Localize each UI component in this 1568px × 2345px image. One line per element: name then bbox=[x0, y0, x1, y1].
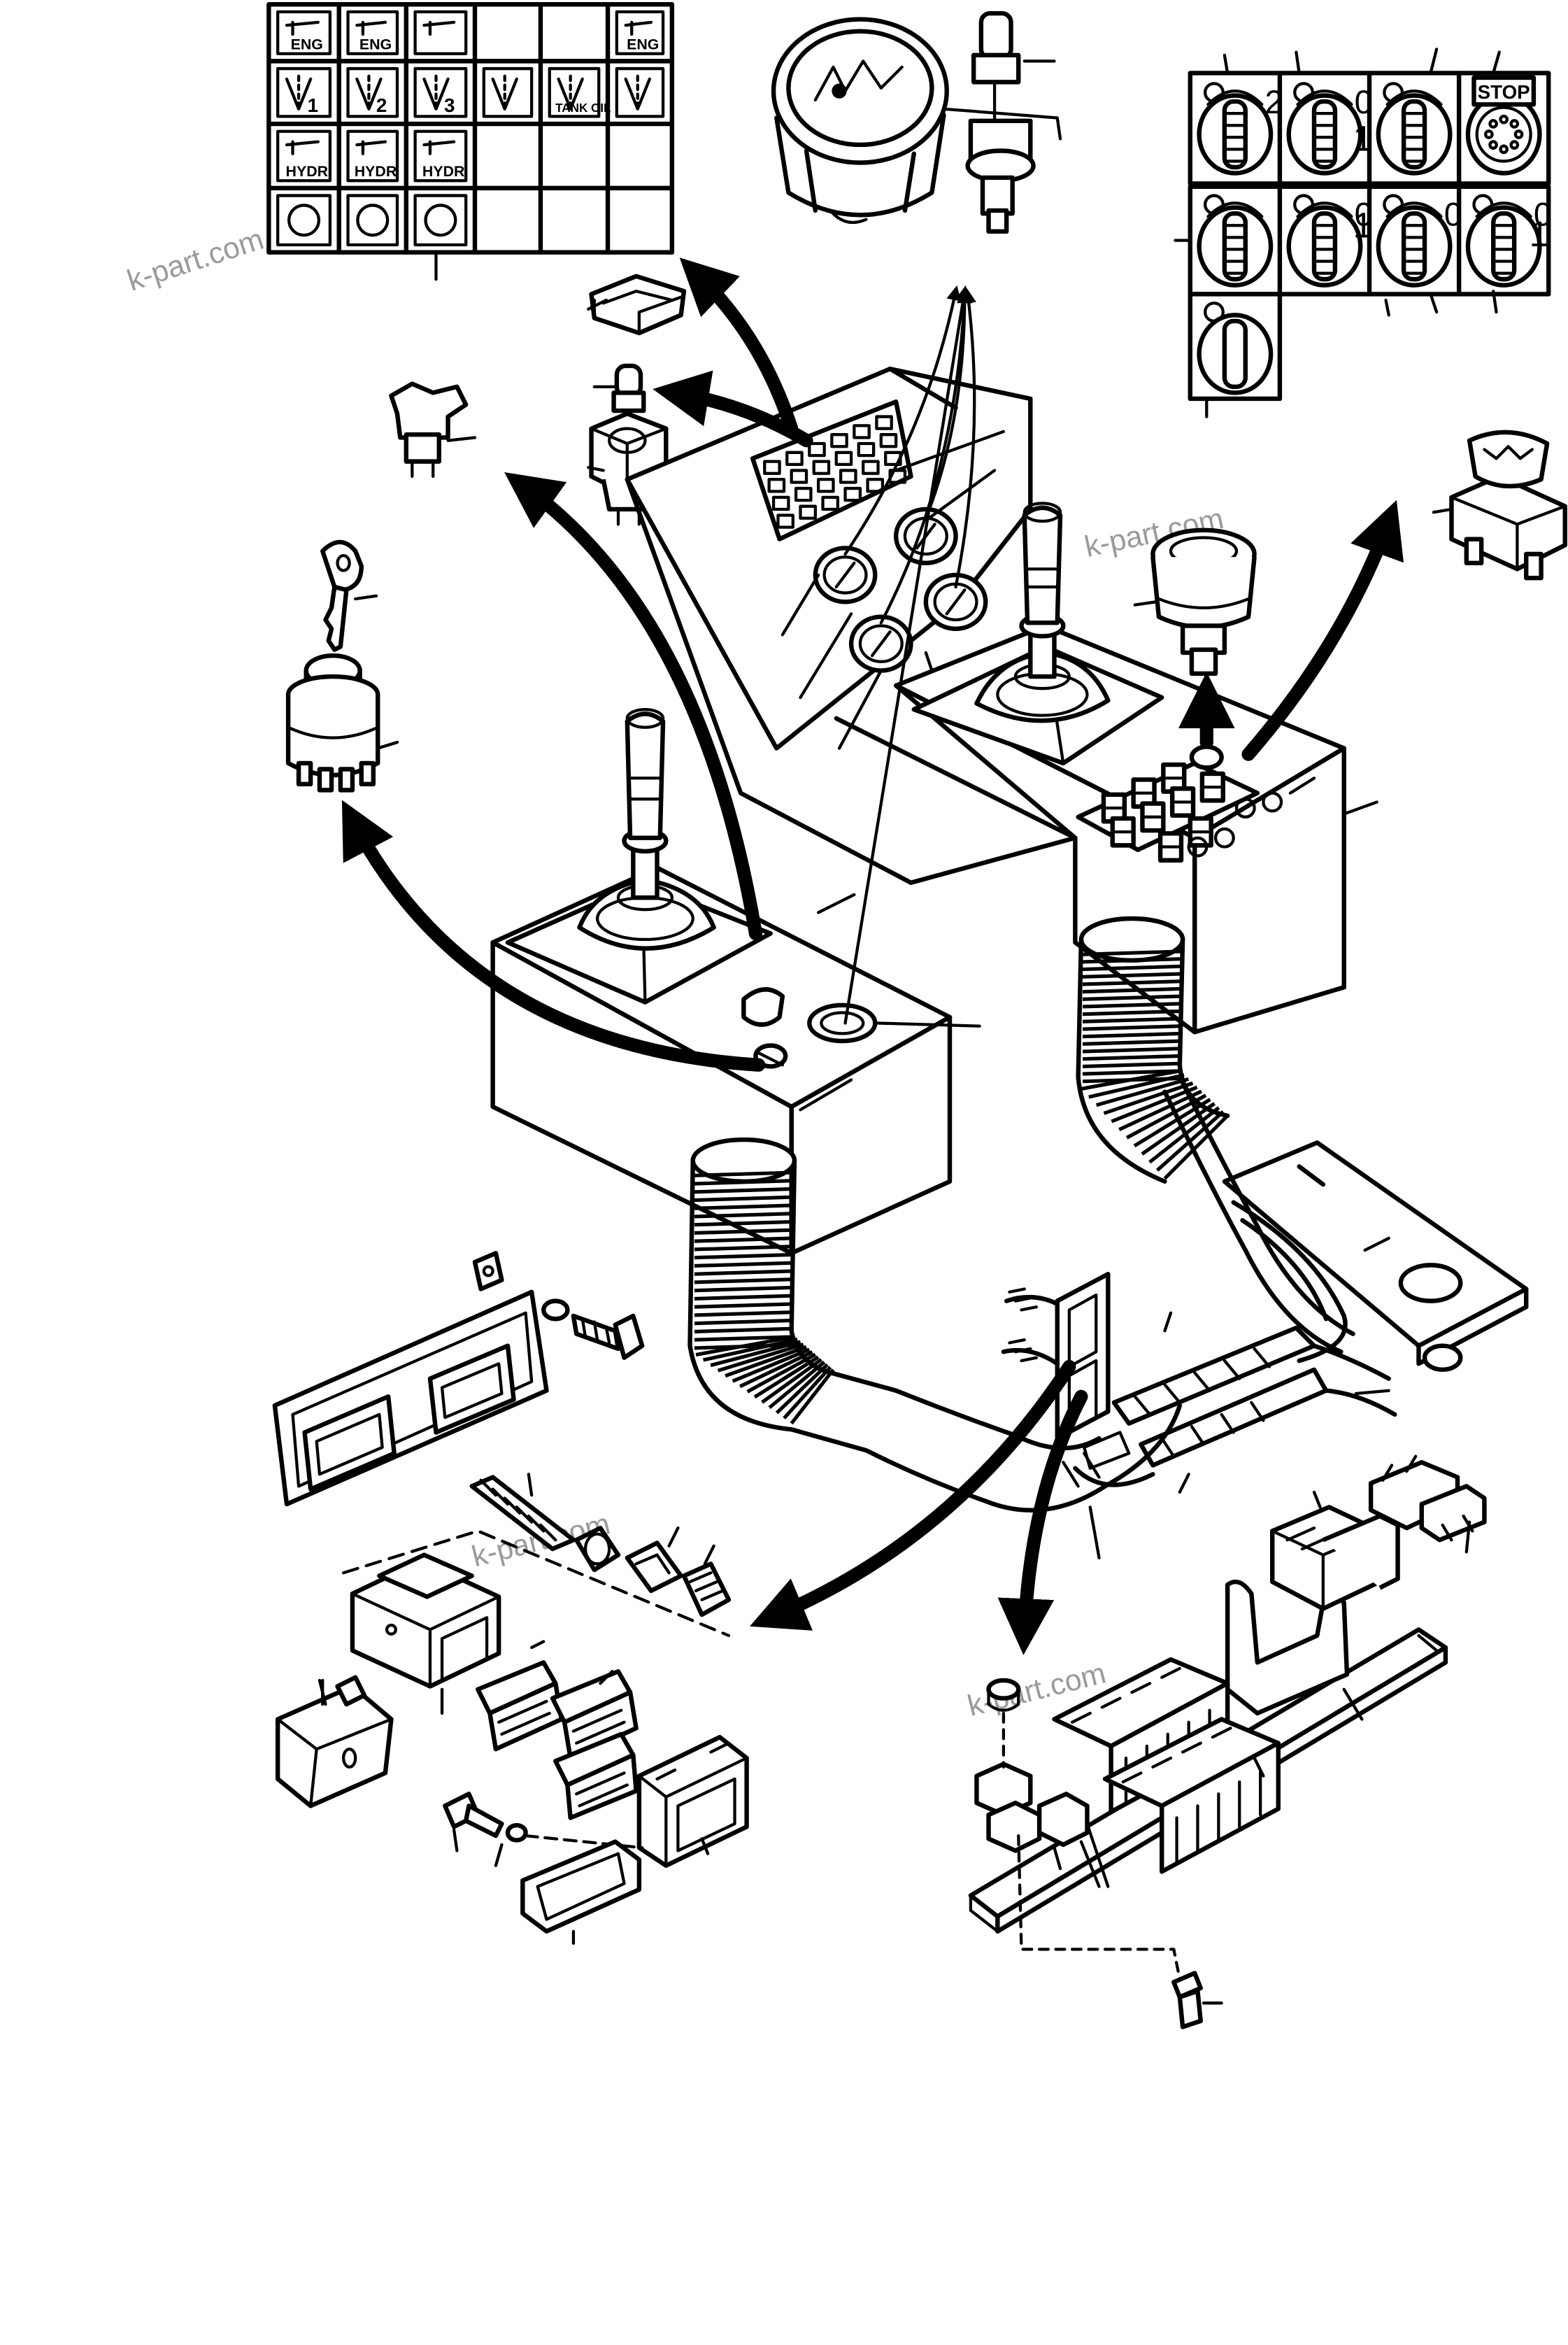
warning-lamp-label: HYDR bbox=[286, 163, 328, 180]
console-round-socket bbox=[1189, 744, 1224, 770]
warning-lamp-cell bbox=[482, 66, 534, 118]
switch-position-number: 0 bbox=[1355, 195, 1373, 232]
switch-number: 1 bbox=[1353, 118, 1374, 158]
stop-label: STOP bbox=[1478, 81, 1530, 103]
dash-lamp bbox=[879, 433, 898, 448]
dash-lamp bbox=[816, 478, 835, 493]
warning-lamp-panel: ENG ENG ENG 1 2 3 TANK OIL HYDR HYDR HYDR bbox=[266, 2, 675, 281]
console-rocker-switch bbox=[741, 987, 785, 1027]
warning-lamp-cell: HYDR bbox=[276, 129, 332, 183]
console-rocker bbox=[1140, 801, 1166, 833]
rotary-switch: 0 bbox=[1286, 82, 1373, 176]
rotary-switch: 0 bbox=[1286, 194, 1373, 288]
dash-lamp bbox=[799, 504, 817, 520]
dash-lamp bbox=[830, 433, 848, 448]
console-rocker bbox=[1188, 816, 1213, 848]
console-rocker bbox=[1169, 786, 1196, 818]
warning-lamp-label: 1 bbox=[308, 94, 318, 116]
warning-lamp-cell: 2 bbox=[346, 66, 399, 118]
dash-lamp bbox=[853, 424, 871, 439]
warning-lamp-cell bbox=[276, 194, 332, 247]
flexible-cable-conduit bbox=[687, 916, 1230, 1503]
switch-number: 1 bbox=[1353, 205, 1374, 245]
dash-lamp bbox=[776, 513, 794, 529]
warning-lamp-label: 3 bbox=[444, 94, 455, 116]
dual-window-cover-plate bbox=[272, 1251, 645, 1507]
switch-position-number: 0 bbox=[1444, 195, 1462, 232]
warning-lamp-cell: TANK OIL bbox=[548, 66, 611, 118]
dash-lamp bbox=[857, 441, 876, 458]
dash-lamp bbox=[834, 451, 853, 467]
switch-position-number: 2 bbox=[1265, 83, 1283, 120]
rotary-switch: 2 bbox=[1197, 82, 1283, 176]
dash-lamp bbox=[875, 415, 893, 430]
warning-lamp-cell: 3 bbox=[413, 66, 468, 118]
ignition-switch bbox=[285, 653, 399, 793]
floor-plate-harness bbox=[983, 1075, 1529, 1560]
warning-lamp-cell: ENG bbox=[276, 10, 332, 55]
rotary-switch bbox=[1197, 194, 1274, 288]
dash-lamp bbox=[862, 460, 880, 475]
relay-mounting-rail-assembly bbox=[968, 1454, 1487, 2029]
warning-lamp-label: HYDR bbox=[422, 163, 464, 180]
warning-lamp-cell bbox=[413, 10, 468, 55]
warning-lamp-cell: HYDR bbox=[413, 129, 468, 183]
dash-lamp bbox=[794, 486, 813, 502]
dash-lamp bbox=[843, 486, 862, 502]
rotary-switch bbox=[1197, 302, 1274, 395]
gauge-assembly bbox=[771, 10, 1062, 234]
console-rocker bbox=[1110, 816, 1136, 848]
switch-number: 1 bbox=[1529, 214, 1548, 254]
connector-housing-kit bbox=[275, 1473, 749, 1945]
warning-lamp-label: ENG bbox=[359, 36, 392, 52]
warning-lamp-cell: 1 bbox=[276, 66, 332, 118]
warning-lamp-cell: HYDR bbox=[346, 129, 399, 183]
ignition-key bbox=[320, 539, 378, 652]
rocker-switch bbox=[389, 381, 477, 479]
console-rocker bbox=[1199, 771, 1225, 803]
warning-lamp-label: TANK OIL bbox=[555, 101, 611, 115]
dash-lamp-grid bbox=[750, 399, 913, 541]
callout-arrows bbox=[341, 257, 1404, 1655]
warning-lamp-label: 2 bbox=[376, 94, 387, 116]
switch-position-number: 0 bbox=[1534, 195, 1552, 232]
indicator-lens-cap bbox=[587, 274, 687, 336]
round-connector-socket bbox=[1133, 527, 1257, 676]
watermark-text: k-part.com bbox=[123, 222, 268, 298]
rotary-switch: STOP bbox=[1465, 75, 1542, 176]
rotary-switch: 0 bbox=[1376, 194, 1462, 288]
dash-lamp bbox=[808, 441, 826, 458]
rotary-switch bbox=[1376, 82, 1453, 176]
warning-lamp-cell: ENG bbox=[615, 10, 665, 55]
warning-lamp-cell: ENG bbox=[346, 10, 399, 55]
console-round-gauge bbox=[807, 1003, 878, 1044]
warning-lamp-cell bbox=[413, 194, 468, 247]
switch-position-number: 0 bbox=[1355, 83, 1373, 120]
dash-lamp bbox=[821, 495, 840, 511]
dash-lamp bbox=[767, 478, 786, 493]
dash-lamp bbox=[763, 460, 781, 475]
dash-lamp bbox=[839, 469, 857, 484]
warning-lamp-label: ENG bbox=[627, 36, 659, 52]
bulb bbox=[592, 363, 646, 413]
warning-lamp-cell bbox=[615, 66, 665, 118]
rotary-switch: 0 bbox=[1465, 194, 1552, 288]
dash-lamp bbox=[771, 495, 790, 511]
dash-lamp bbox=[790, 469, 808, 484]
dash-lamp bbox=[866, 478, 885, 493]
rotary-switch-panel: 2 0 STOP 0 0 0 1 1 1 bbox=[1174, 48, 1552, 418]
dash-lamp bbox=[812, 460, 831, 475]
relay bbox=[1432, 430, 1567, 581]
dash-lamp bbox=[785, 451, 804, 467]
warning-lamp-label: ENG bbox=[291, 36, 323, 52]
warning-lamp-cell bbox=[346, 194, 399, 247]
warning-lamp-label: HYDR bbox=[355, 163, 397, 180]
console-rocker bbox=[1157, 831, 1184, 863]
